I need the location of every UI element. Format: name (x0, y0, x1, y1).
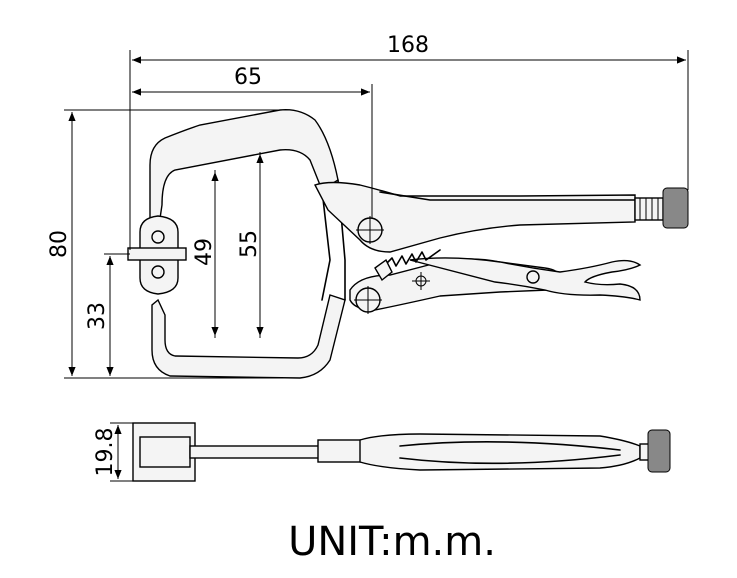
side-view (127, 109, 689, 379)
dim-jaw-reach: 65 (234, 65, 262, 90)
swivel-pad (127, 215, 187, 295)
dim-pad-center-height: 33 (85, 302, 110, 330)
adjusting-screw (634, 187, 689, 229)
dim-overall-height: 80 (47, 230, 72, 258)
top-handle (359, 433, 641, 471)
c-frame-lower (151, 294, 346, 379)
pivot-lower (354, 286, 382, 314)
dim-jaw-opening-outer: 55 (237, 230, 262, 258)
dim-overall-length: 168 (387, 33, 429, 58)
spring (384, 249, 441, 267)
dimension-lines (64, 50, 689, 482)
top-view (132, 422, 671, 482)
lower-handle (409, 257, 642, 301)
pivot-middle (412, 272, 430, 290)
unit-label: UNIT:m.m. (288, 519, 496, 565)
dim-jaw-opening-inner: 49 (192, 238, 217, 266)
c-frame (149, 109, 339, 233)
pivot-upper (356, 216, 384, 244)
dim-thickness: 19.8 (93, 428, 118, 477)
upper-handle (314, 181, 636, 253)
